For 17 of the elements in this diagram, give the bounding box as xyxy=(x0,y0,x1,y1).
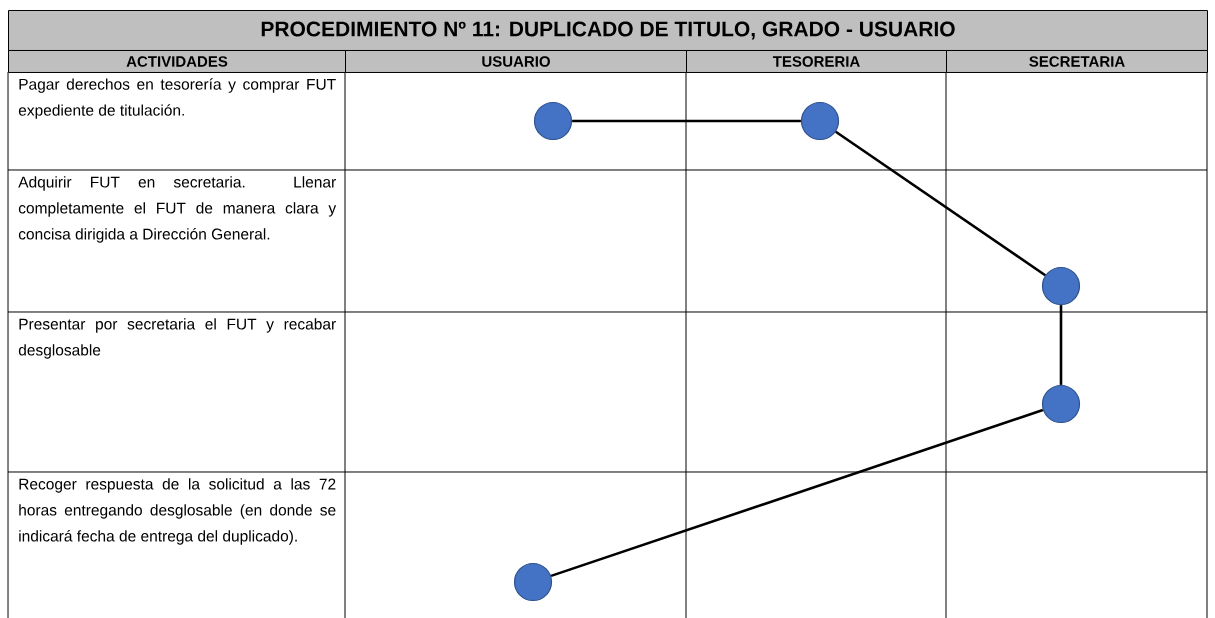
step-circle xyxy=(533,101,573,141)
step-circle xyxy=(1041,384,1081,424)
header-cell: USUARIO xyxy=(345,50,687,73)
activity-text: Recoger respuesta de la solicitud a las 72 horas entregando desglosable (en donde se indicará fecha de entrega del duplicado). xyxy=(19,478,336,545)
connector-line xyxy=(835,130,1046,277)
activity-text: Pagar derechos en tesorería y comprar FUT expediente de titulación. xyxy=(18,78,336,119)
step-circle xyxy=(800,101,840,141)
connector-line xyxy=(550,408,1044,578)
connector-line xyxy=(1059,305,1063,385)
step-circle xyxy=(1041,266,1081,306)
header-cell: ACTIVIDADES xyxy=(8,50,346,73)
header-cell: SECRETARIA xyxy=(946,50,1208,73)
activity-text: Adquirir FUT en secretaria. Llenar completamente el FUT de manera clara y concisa dirigida a Dirección General. xyxy=(18,176,337,243)
header-cell: TESORERIA xyxy=(686,50,947,73)
connector-line xyxy=(572,119,801,123)
activity-text: Presentar por secretaria el FUT y recabar desglosable xyxy=(18,318,336,359)
step-circle xyxy=(513,562,553,602)
